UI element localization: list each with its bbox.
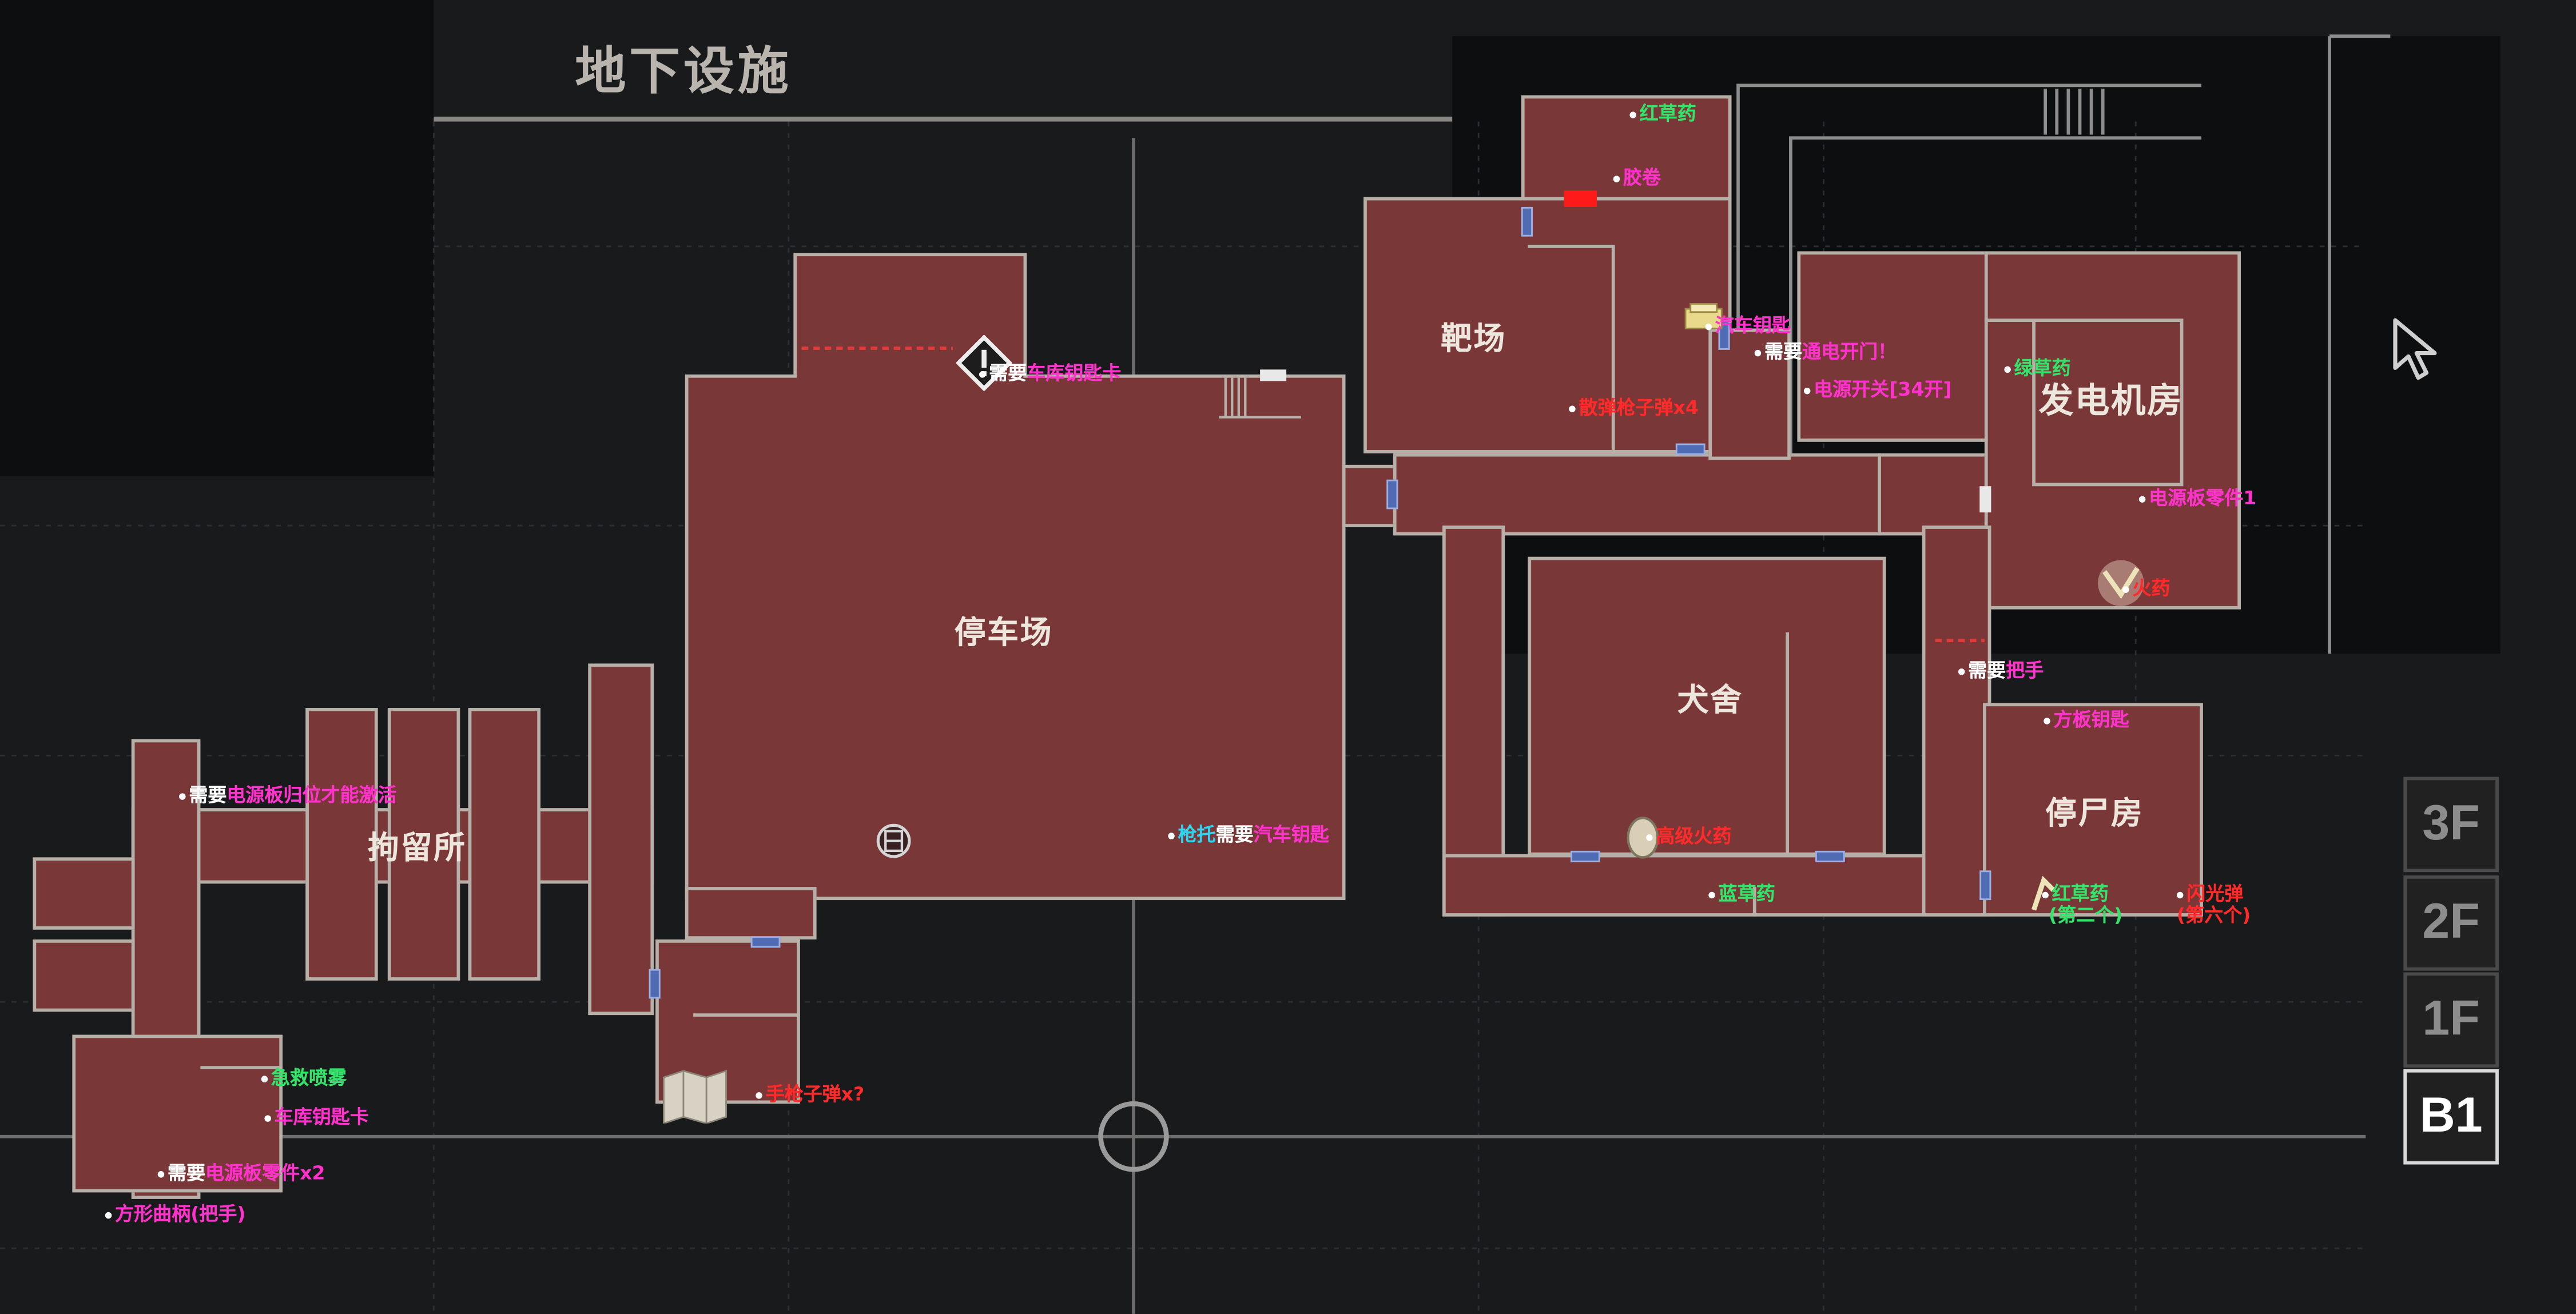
room-generator-west (1797, 251, 1995, 442)
map-title: 地下设施 (575, 42, 792, 102)
backdrop-left (0, 0, 434, 476)
room-generator (1984, 251, 2241, 610)
door (649, 969, 661, 999)
corridor-upper (1393, 453, 1988, 536)
note-handgun-ammo: 手枪子弹x? (756, 1083, 864, 1105)
note-red-herb-second: 红草药 (第二个) (2042, 883, 2122, 926)
note-garage-keycard-need: 需要车库钥匙卡 (979, 362, 1121, 384)
note-green-herb: 绿草药 (2004, 357, 2071, 379)
room-morgue (1982, 703, 2203, 917)
note-gun-stock: 枪托需要汽车钥匙 (1168, 824, 1329, 846)
room-shooting-range (1363, 197, 1732, 453)
map-document-icon (663, 1069, 728, 1124)
herb-icon (2031, 875, 2056, 911)
cell-left-1 (33, 857, 135, 930)
door (750, 936, 781, 948)
label-shooting-range: 靶场 (1441, 321, 1507, 357)
herb-icon (2098, 560, 2144, 606)
door (1571, 850, 1600, 863)
label-kennel: 犬舍 (1677, 682, 1743, 719)
floor-button-b1[interactable]: B1 (2403, 1069, 2499, 1165)
note-square-crank: 方形曲柄(把手) (105, 1203, 245, 1225)
room-film (1521, 95, 1732, 204)
door (1521, 206, 1533, 237)
room-detention-bottom (72, 1034, 283, 1193)
note-power-board-parts2: 需要电源板零件x2 (157, 1162, 325, 1184)
room-kennel (1528, 556, 1886, 856)
cell-1 (305, 708, 378, 981)
label-morgue: 停尸房 (2045, 795, 2144, 832)
floor-button-3f[interactable]: 3F (2403, 777, 2499, 873)
note-first-aid-spray: 急救喷雾 (261, 1067, 347, 1089)
cell-3 (468, 708, 541, 981)
label-parking: 停车场 (954, 615, 1054, 651)
cursor-arrow-icon[interactable] (2388, 316, 2447, 381)
compass-center-icon (1098, 1101, 1169, 1172)
door (1386, 479, 1398, 509)
note-power-board-reset: 需要电源板归位才能激活 (179, 785, 397, 806)
corridor-kennel-east (1922, 525, 1991, 917)
elevator-icon (876, 823, 911, 858)
floor-button-1f[interactable]: 1F (2403, 972, 2499, 1068)
floor-button-2f[interactable]: 2F (2403, 875, 2499, 971)
note-garage-keycard-item: 车库钥匙卡 (264, 1106, 369, 1128)
door (1815, 850, 1845, 863)
note-blue-herb: 蓝草药 (1708, 883, 1775, 905)
corridor-range-link (1708, 328, 1791, 460)
corridor-kennel-west (1442, 525, 1505, 917)
door (1675, 443, 1706, 455)
note-gunpowder: 火药 (2122, 578, 2170, 599)
typewriter-save-icon (1684, 302, 1723, 329)
label-generator-room: 发电机房 (2038, 381, 2184, 421)
note-film: 胶卷 (1613, 167, 1661, 189)
gunpowder-icon (1627, 817, 1659, 859)
note-flash-grenade: 闪光弹 (第六个) (2176, 882, 2251, 927)
note-shotgun-shells: 散弹枪子弹x4 (1569, 397, 1699, 419)
note-car-key: 汽车钥匙 (1705, 314, 1791, 337)
note-power-switch: 电源开关[34开] (1803, 379, 1951, 401)
door (1979, 870, 1991, 901)
corridor-detention-right (588, 663, 654, 1016)
cell-left-2 (33, 939, 135, 1012)
room-bottom-center (655, 939, 800, 1104)
cell-2 (387, 708, 460, 981)
label-detention: 拘留所 (368, 830, 467, 867)
note-power-board-part1: 电源板零件1 (2138, 487, 2256, 509)
note-red-herb-top: 红草药 (1629, 103, 1696, 125)
corridor-kennel-south (1442, 854, 1991, 917)
title-underline (434, 116, 1453, 122)
note-diamond-key: 方板钥匙 (2044, 708, 2129, 731)
note-power-door: 需要通电开门！ (1754, 341, 1897, 363)
note-handle-need: 需要把手 (1958, 659, 2044, 682)
room-parking (685, 374, 1346, 901)
note-high-gunpowder: 高级火药 (1646, 825, 1732, 847)
